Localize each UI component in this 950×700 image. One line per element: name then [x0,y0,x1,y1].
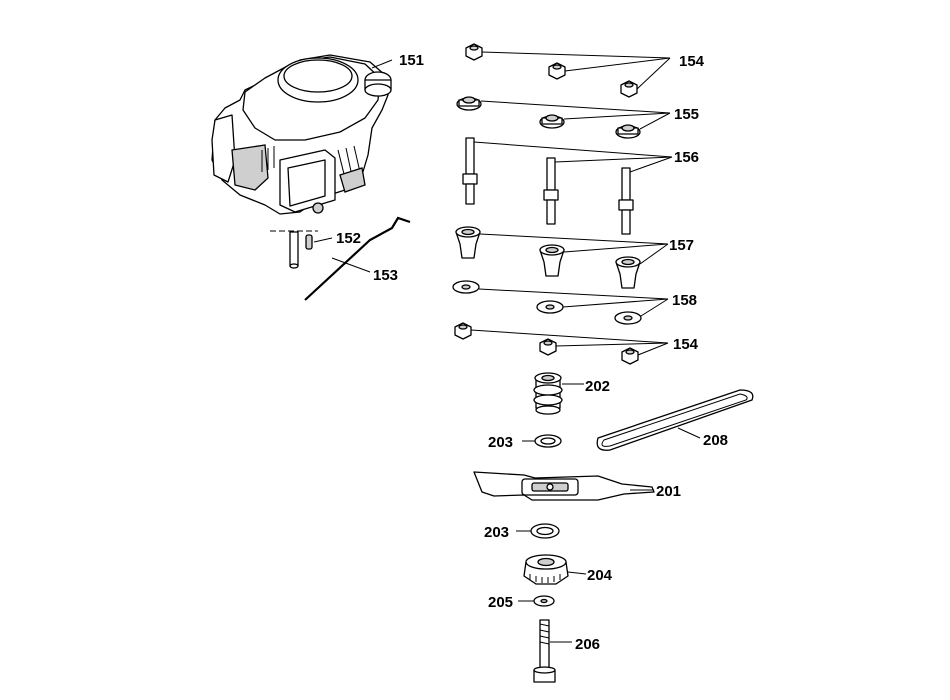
studs-156 [462,137,673,235]
rod-153 [304,216,411,301]
callout-204: 204 [587,567,613,584]
callout-156: 156 [674,149,699,166]
callout-154-bottom: 154 [673,336,699,353]
callout-151: 151 [399,52,424,69]
nuts-154-bottom [454,322,669,365]
pulley-202 [533,372,584,415]
callout-201: 201 [656,483,681,500]
callout-158: 158 [672,292,697,309]
washer-205 [518,595,555,607]
belt-208 [596,389,754,451]
callout-157: 157 [669,237,694,254]
washer-203-top [522,434,562,448]
callout-155: 155 [674,106,699,123]
bushes-155 [456,96,671,139]
callout-208: 208 [703,432,728,449]
hub-204 [523,554,587,585]
spacers-157 [455,226,669,289]
blade-201 [473,471,655,501]
callout-202: 202 [585,378,610,395]
callout-203-top: 203 [488,434,513,451]
pin-152 [270,230,333,269]
washers-158 [452,280,669,325]
washer-203-bottom [516,523,560,539]
callout-154-top: 154 [679,53,705,70]
callout-206: 206 [575,636,600,653]
callout-152: 152 [336,230,361,247]
engine-151 [211,54,393,215]
callout-153: 153 [373,267,398,284]
bolt-206 [533,619,572,683]
callout-203-bottom: 203 [484,524,509,541]
nuts-154-top [465,43,671,98]
callout-205: 205 [488,594,513,611]
